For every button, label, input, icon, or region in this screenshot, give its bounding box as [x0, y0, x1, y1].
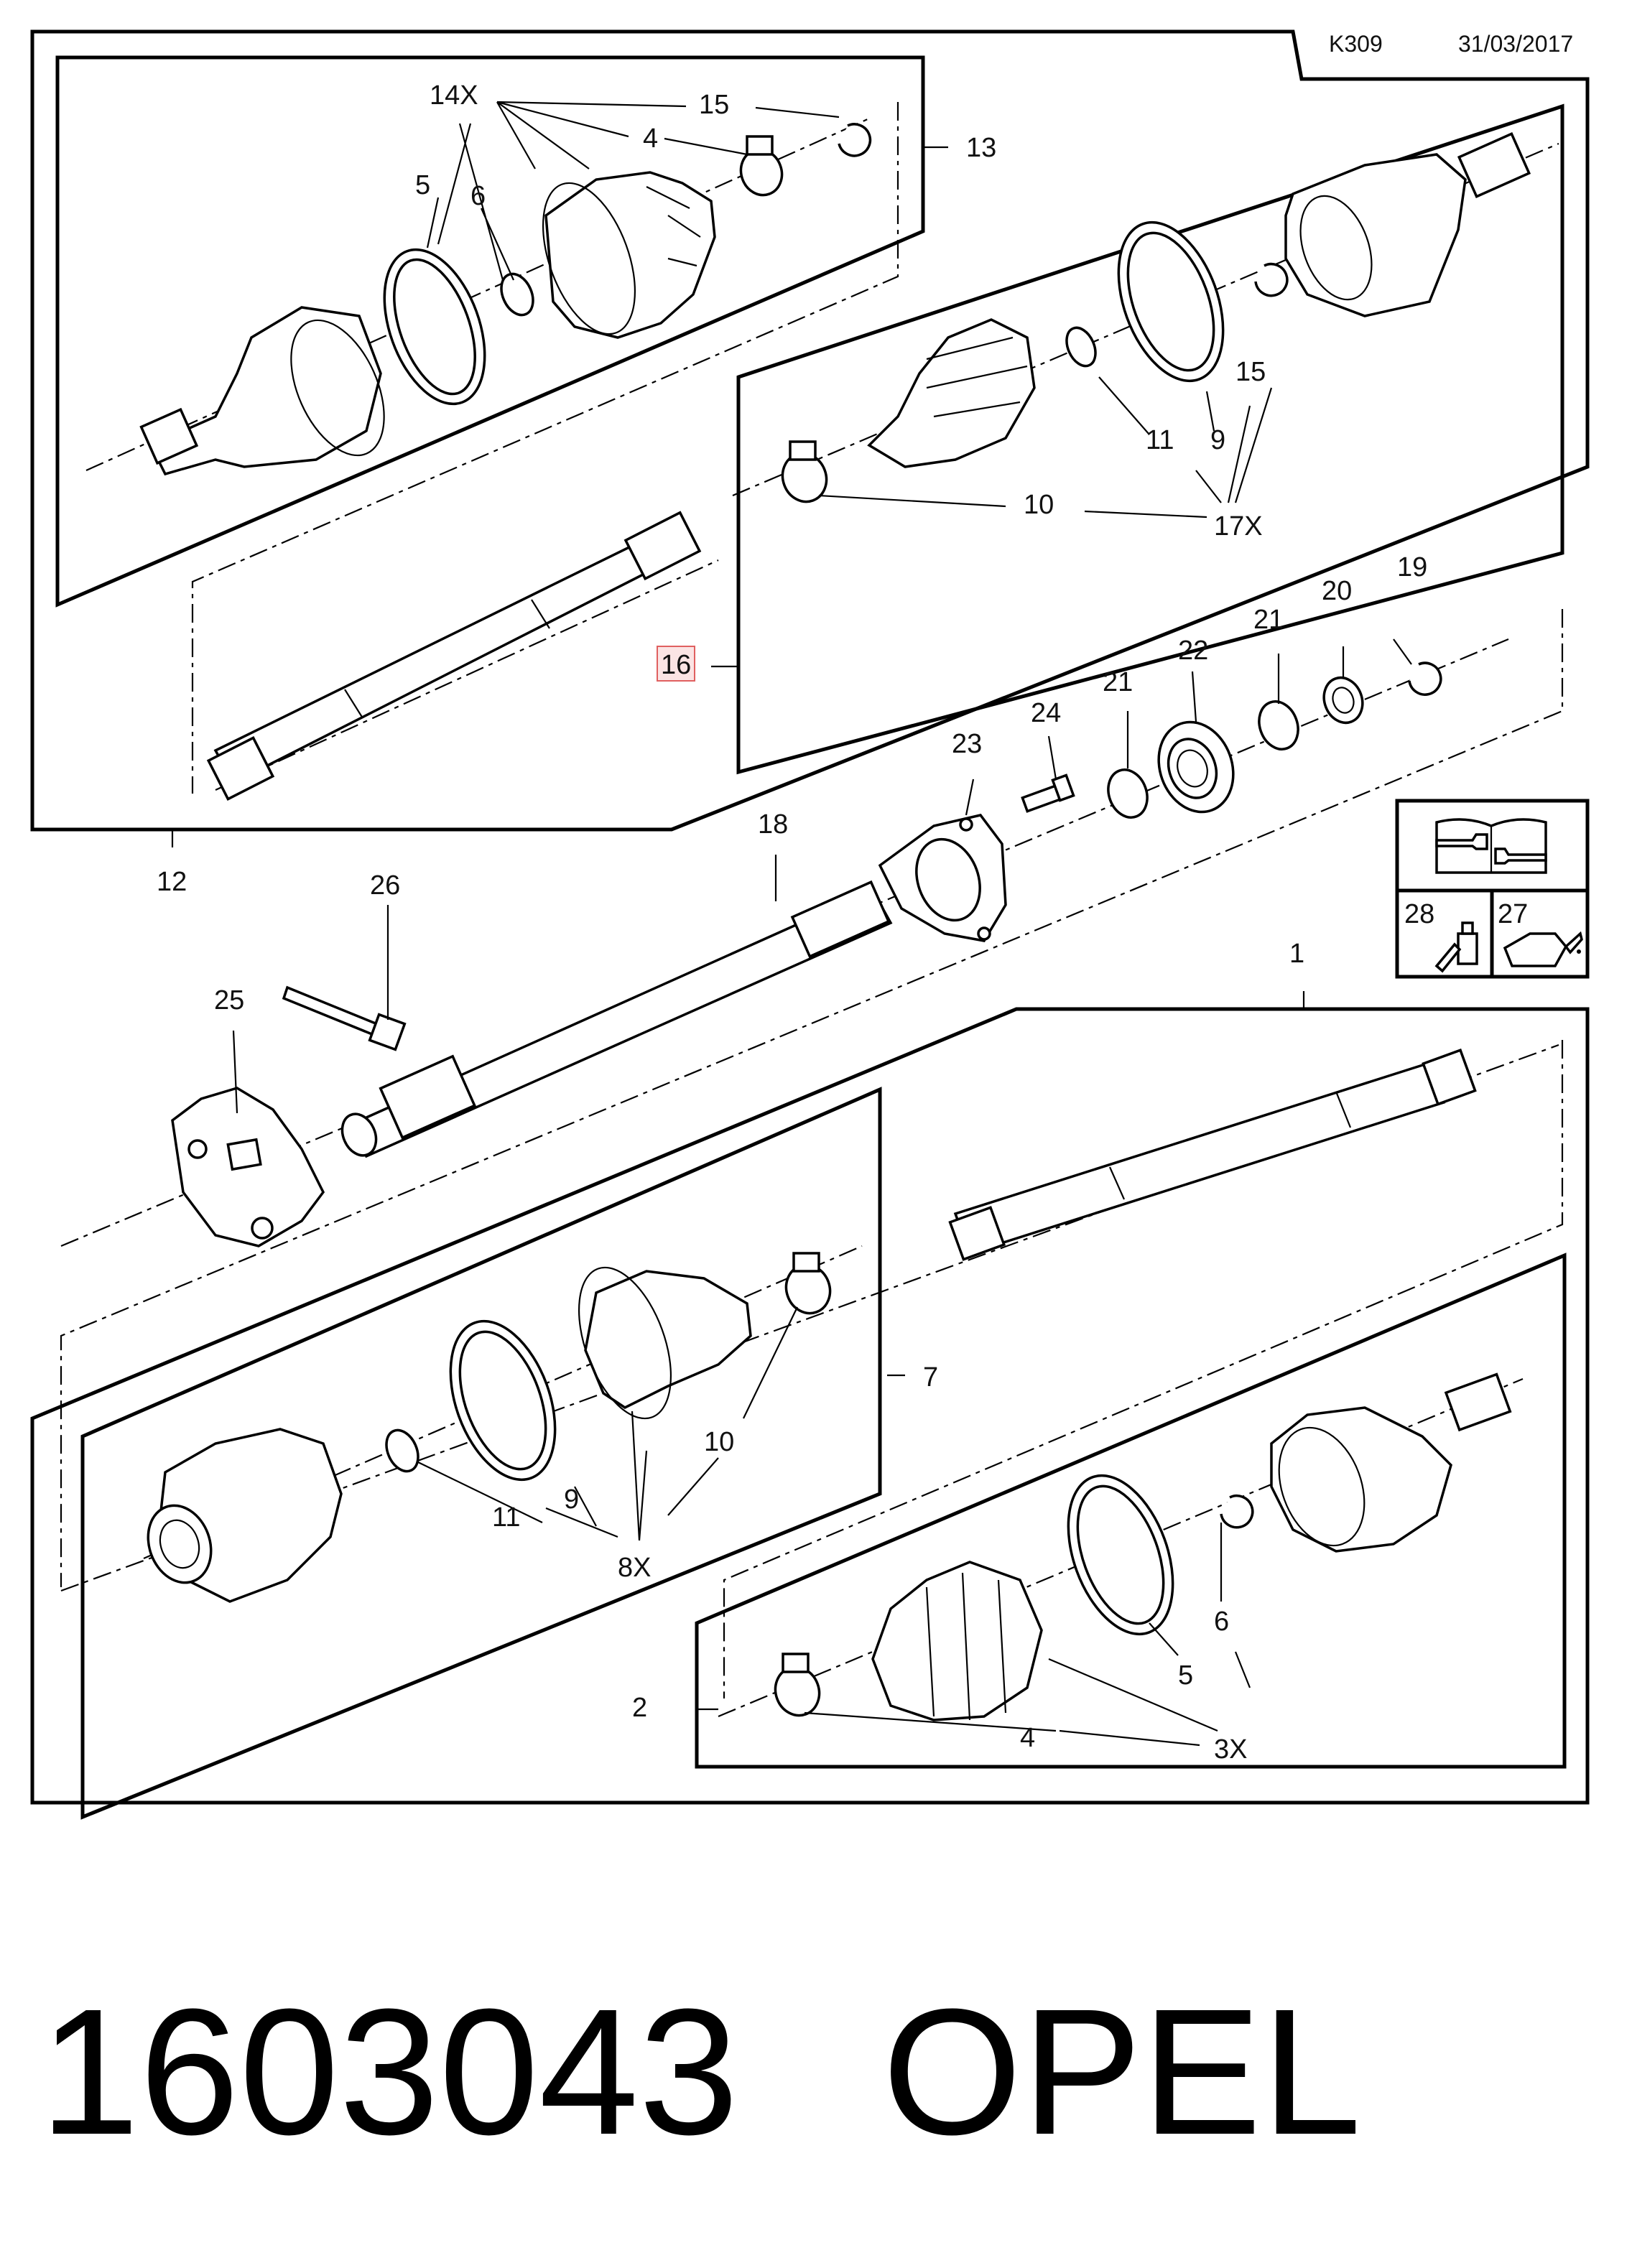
part-number: 1603043 [40, 1971, 739, 2172]
callout-26: 26 [370, 870, 400, 901]
oil-can-icon [1503, 931, 1583, 967]
phantom-lines [60, 102, 1564, 1698]
callout-8x: 8X [618, 1553, 651, 1583]
bearing-22 [1157, 720, 1235, 814]
callout-15-top: 15 [699, 90, 729, 120]
callout-1: 1 [1289, 939, 1304, 969]
frame-kit-13 [55, 55, 925, 608]
callout-9-lower: 9 [564, 1484, 579, 1515]
callout-19: 19 [1397, 552, 1427, 582]
bracket-25 [171, 1087, 325, 1247]
page-code: K309 [1329, 31, 1383, 57]
boot-clamp-ring-9-lower [449, 1319, 557, 1482]
callout-13: 13 [966, 133, 996, 163]
cv-boot-upper-outer [542, 171, 716, 339]
callout-7: 7 [923, 1362, 938, 1393]
callout-18: 18 [758, 809, 788, 840]
circlip-15-upper [838, 123, 872, 157]
callout-6-top: 6 [470, 181, 486, 211]
drive-shaft-16 [206, 511, 702, 801]
callout-12: 12 [157, 867, 187, 897]
callout-labels: 14X 15 4 5 6 13 15 11 9 10 17X 16 19 20 … [157, 80, 1528, 1765]
callout-4-lower: 4 [1020, 1723, 1035, 1753]
brand-name: OPEL [882, 1971, 1362, 2172]
callout-2: 2 [632, 1693, 647, 1723]
intermediate-shaft-18 [340, 880, 893, 1158]
callout-17x: 17X [1214, 511, 1263, 542]
outer-cv-joint-lower [1270, 1372, 1512, 1553]
frame-kit-16 [736, 103, 1564, 775]
circlip-6-upper [500, 272, 534, 317]
service-manual-wrench-book-icon [1435, 818, 1547, 874]
callout-11-lower: 11 [492, 1502, 520, 1533]
bearing-bracket-23 [878, 814, 1007, 942]
circlip-11-upper [1065, 326, 1097, 368]
callout-27: 27 [1498, 899, 1528, 929]
bolt-24 [1021, 773, 1075, 813]
callout-24: 24 [1031, 698, 1061, 728]
callout-5-lower: 5 [1178, 1660, 1193, 1691]
callout-16-highlight [657, 646, 695, 682]
snap-ring-21-right [1258, 700, 1299, 750]
drive-shaft-lower [948, 1048, 1477, 1261]
boot-clamp-ring-5-lower [1067, 1474, 1174, 1636]
leader-lines [171, 101, 1412, 1747]
callout-28: 28 [1404, 899, 1434, 929]
maintenance-symbol-box [1395, 799, 1590, 979]
circlip-19 [1408, 661, 1442, 696]
hose-clamp-4-upper [739, 135, 784, 197]
exploded-parts-diagram: K309 31/03/2017 [30, 29, 1590, 1820]
frame-assembly-12 [30, 29, 1590, 832]
boot-clamp-ring-5-upper [383, 248, 486, 406]
callout-5-top: 5 [415, 170, 430, 200]
callout-21-left: 21 [1103, 667, 1133, 697]
outer-cv-joint-upper [139, 306, 385, 476]
page-date: 31/03/2017 [1458, 31, 1573, 57]
callout-4-top: 4 [643, 124, 658, 154]
bolt-26 [282, 985, 407, 1051]
snap-ring-21-left [1107, 768, 1149, 819]
hose-clamp-10-lower [784, 1252, 832, 1315]
callout-10-lower: 10 [704, 1427, 734, 1457]
callout-23: 23 [952, 729, 982, 759]
callout-20: 20 [1322, 576, 1352, 606]
hose-clamp-4-lower [774, 1653, 821, 1717]
frame-assembly-1 [30, 1007, 1590, 1805]
circlip-11-lower [385, 1428, 419, 1473]
callout-6-lower: 6 [1214, 1607, 1229, 1637]
circlip-6-lower [1220, 1495, 1254, 1529]
hose-clamp-10-upper [781, 440, 828, 503]
washer-20 [1322, 676, 1364, 725]
grease-tube-icon [1434, 921, 1478, 973]
callout-3x: 3X [1214, 1734, 1247, 1765]
callout-25: 25 [214, 985, 244, 1016]
callout-10-top: 10 [1024, 490, 1054, 520]
inner-tripod-joint-lower [147, 1428, 343, 1603]
callout-11-top: 11 [1146, 425, 1174, 455]
callout-16: 16 [661, 650, 691, 680]
callout-22: 22 [1178, 636, 1208, 666]
callout-21-right: 21 [1253, 605, 1284, 635]
cv-boot-lower-outer [871, 1561, 1043, 1721]
cv-boot-upper-inner [867, 318, 1036, 468]
callout-9-top: 9 [1210, 425, 1225, 455]
inner-tripod-joint-upper [1284, 132, 1531, 317]
frame-kit-2 [695, 1252, 1567, 1769]
frame-kit-7 [80, 1087, 882, 1820]
cv-boot-lower-inner [578, 1266, 752, 1420]
callout-14x: 14X [430, 80, 478, 111]
callout-15-right: 15 [1235, 357, 1266, 387]
circlip-15-right [1254, 262, 1289, 297]
boot-clamp-ring-9-upper [1117, 220, 1225, 383]
